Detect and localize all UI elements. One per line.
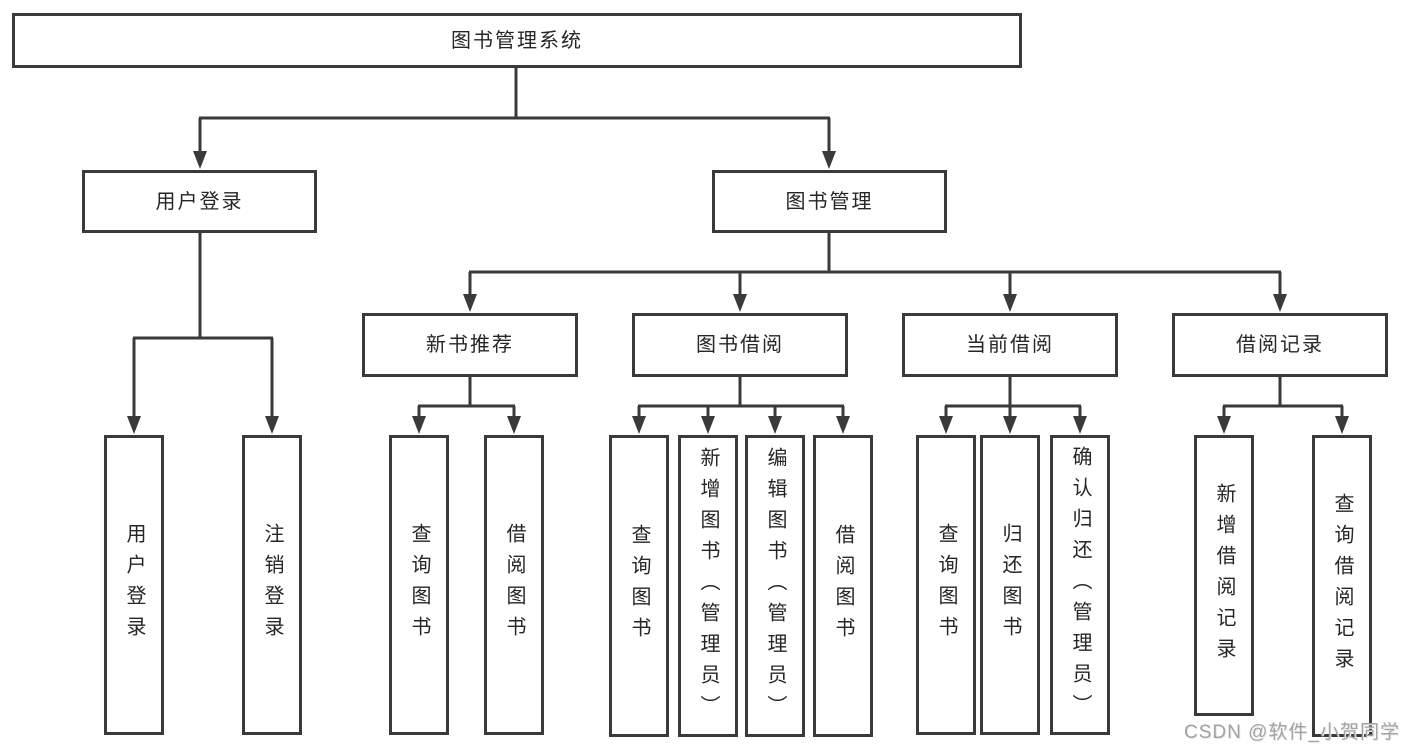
node-new-book-recommendation: 新书推荐 bbox=[362, 313, 578, 377]
leaf-query-borrow-record: 查询借阅记录 bbox=[1312, 435, 1372, 737]
node-label: 图书管理系统 bbox=[451, 29, 583, 52]
leaf-label: 用户登录 bbox=[123, 523, 145, 647]
leaf-label: 查询图书 bbox=[408, 523, 430, 647]
node-label: 当前借阅 bbox=[966, 334, 1054, 356]
node-book-borrowing: 图书借阅 bbox=[632, 313, 848, 377]
node-label: 图书管理 bbox=[785, 190, 874, 213]
node-book-management: 图书管理 bbox=[712, 170, 947, 233]
leaf-query-books-borrowing: 查询图书 bbox=[609, 435, 669, 737]
node-current-borrowing: 当前借阅 bbox=[902, 313, 1118, 377]
node-library-management-system: 图书管理系统 bbox=[12, 13, 1022, 68]
node-label: 用户登录 bbox=[155, 190, 244, 213]
leaf-logout: 注销登录 bbox=[242, 435, 302, 735]
leaf-label: 借阅图书 bbox=[832, 524, 854, 648]
leaf-label: 新增图书（管理员） bbox=[697, 446, 719, 726]
leaf-borrow-books-recommend: 借阅图书 bbox=[484, 435, 544, 735]
leaf-confirm-return-admin: 确认归还（管理员） bbox=[1050, 435, 1110, 735]
leaf-query-books-recommend: 查询图书 bbox=[389, 435, 449, 735]
leaf-label: 注销登录 bbox=[261, 523, 283, 647]
leaf-add-borrow-record: 新增借阅记录 bbox=[1194, 435, 1254, 716]
node-label: 新书推荐 bbox=[426, 334, 514, 356]
leaf-return-book: 归还图书 bbox=[980, 435, 1040, 735]
leaf-label: 查询借阅记录 bbox=[1331, 493, 1353, 679]
leaf-borrow-books-borrowing: 借阅图书 bbox=[813, 435, 873, 737]
node-label: 图书借阅 bbox=[696, 334, 784, 356]
leaf-label: 新增借阅记录 bbox=[1213, 482, 1235, 669]
leaf-label: 确认归还（管理员） bbox=[1069, 445, 1091, 725]
node-user-login: 用户登录 bbox=[82, 170, 317, 233]
leaf-label: 查询图书 bbox=[628, 524, 650, 648]
leaf-label: 编辑图书（管理员） bbox=[764, 446, 786, 726]
leaf-label: 查询图书 bbox=[935, 523, 957, 647]
leaf-add-book-admin: 新增图书（管理员） bbox=[678, 435, 738, 737]
leaf-query-books-current: 查询图书 bbox=[916, 435, 976, 735]
leaf-user-login: 用户登录 bbox=[104, 435, 164, 735]
csdn-watermark: CSDN @软件_小贺同学 bbox=[1184, 722, 1400, 743]
leaf-label: 借阅图书 bbox=[503, 523, 525, 647]
node-label: 借阅记录 bbox=[1236, 334, 1324, 356]
leaf-edit-book-admin: 编辑图书（管理员） bbox=[745, 435, 805, 737]
node-borrowing-records: 借阅记录 bbox=[1172, 313, 1388, 377]
leaf-label: 归还图书 bbox=[999, 523, 1021, 647]
